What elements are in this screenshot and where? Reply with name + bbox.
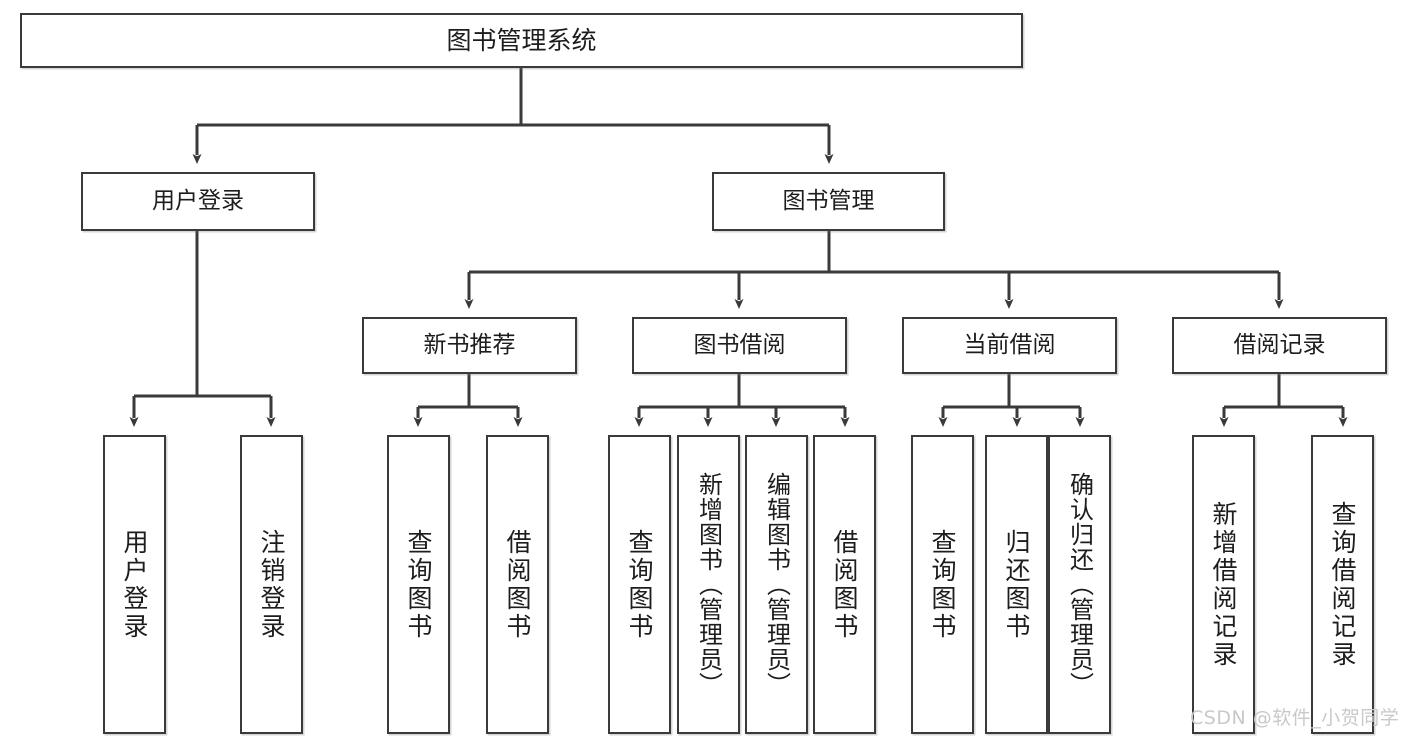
node-leaf-logout-label: 注销登录 <box>257 528 286 641</box>
node-leaf-add-borrow-record[interactable]: 新增借阅记录 <box>1192 435 1255 734</box>
watermark-text: CSDN @软件_小贺同学 <box>1190 707 1400 729</box>
node-leaf-edit-book-admin-label: 编辑图书（管理员） <box>762 472 791 697</box>
node-leaf-query-book-borrow-label: 查询图书 <box>625 528 654 641</box>
node-leaf-user-login[interactable]: 用户登录 <box>103 435 166 734</box>
node-leaf-user-login-label: 用户登录 <box>120 528 149 641</box>
node-leaf-edit-book-admin[interactable]: 编辑图书（管理员） <box>745 435 808 734</box>
node-leaf-confirm-return-admin[interactable]: 确认归还（管理员） <box>1048 435 1111 734</box>
node-leaf-return-book[interactable]: 归还图书 <box>985 435 1048 734</box>
node-leaf-borrow-book-recommend-label: 借阅图书 <box>503 528 532 641</box>
node-leaf-query-book-recommend-label: 查询图书 <box>404 528 433 641</box>
node-current-borrow-label: 当前借阅 <box>963 331 1056 358</box>
node-leaf-confirm-return-admin-label: 确认归还（管理员） <box>1065 472 1094 697</box>
node-book-borrow[interactable]: 图书借阅 <box>632 317 847 374</box>
node-book-manage[interactable]: 图书管理 <box>712 172 945 231</box>
node-leaf-query-book-borrow[interactable]: 查询图书 <box>608 435 671 734</box>
node-user-login-label: 用户登录 <box>152 187 244 214</box>
node-user-login[interactable]: 用户登录 <box>81 172 315 231</box>
node-book-manage-label: 图书管理 <box>782 187 875 214</box>
node-leaf-query-book-current[interactable]: 查询图书 <box>911 435 974 734</box>
node-leaf-borrow-book-label: 借阅图书 <box>830 528 859 641</box>
node-leaf-add-book-admin-label: 新增图书（管理员） <box>694 472 723 697</box>
node-current-borrow[interactable]: 当前借阅 <box>902 317 1117 374</box>
node-root[interactable]: 图书管理系统 <box>20 13 1023 68</box>
node-leaf-query-book-recommend[interactable]: 查询图书 <box>387 435 450 734</box>
node-book-borrow-label: 图书借阅 <box>693 331 786 358</box>
node-root-label: 图书管理系统 <box>446 25 597 55</box>
node-borrow-record-label: 借阅记录 <box>1233 331 1326 358</box>
node-new-book-recommend-label: 新书推荐 <box>423 331 516 358</box>
node-new-book-recommend[interactable]: 新书推荐 <box>362 317 577 374</box>
node-leaf-query-borrow-record[interactable]: 查询借阅记录 <box>1311 435 1374 734</box>
node-leaf-logout[interactable]: 注销登录 <box>240 435 303 734</box>
node-leaf-add-book-admin[interactable]: 新增图书（管理员） <box>677 435 740 734</box>
node-leaf-borrow-book-recommend[interactable]: 借阅图书 <box>486 435 549 734</box>
node-leaf-borrow-book[interactable]: 借阅图书 <box>813 435 876 734</box>
node-borrow-record[interactable]: 借阅记录 <box>1172 317 1387 374</box>
node-leaf-query-borrow-record-label: 查询借阅记录 <box>1328 500 1357 669</box>
node-leaf-query-book-current-label: 查询图书 <box>928 528 957 641</box>
node-leaf-return-book-label: 归还图书 <box>1002 528 1031 641</box>
node-leaf-add-borrow-record-label: 新增借阅记录 <box>1209 500 1238 669</box>
